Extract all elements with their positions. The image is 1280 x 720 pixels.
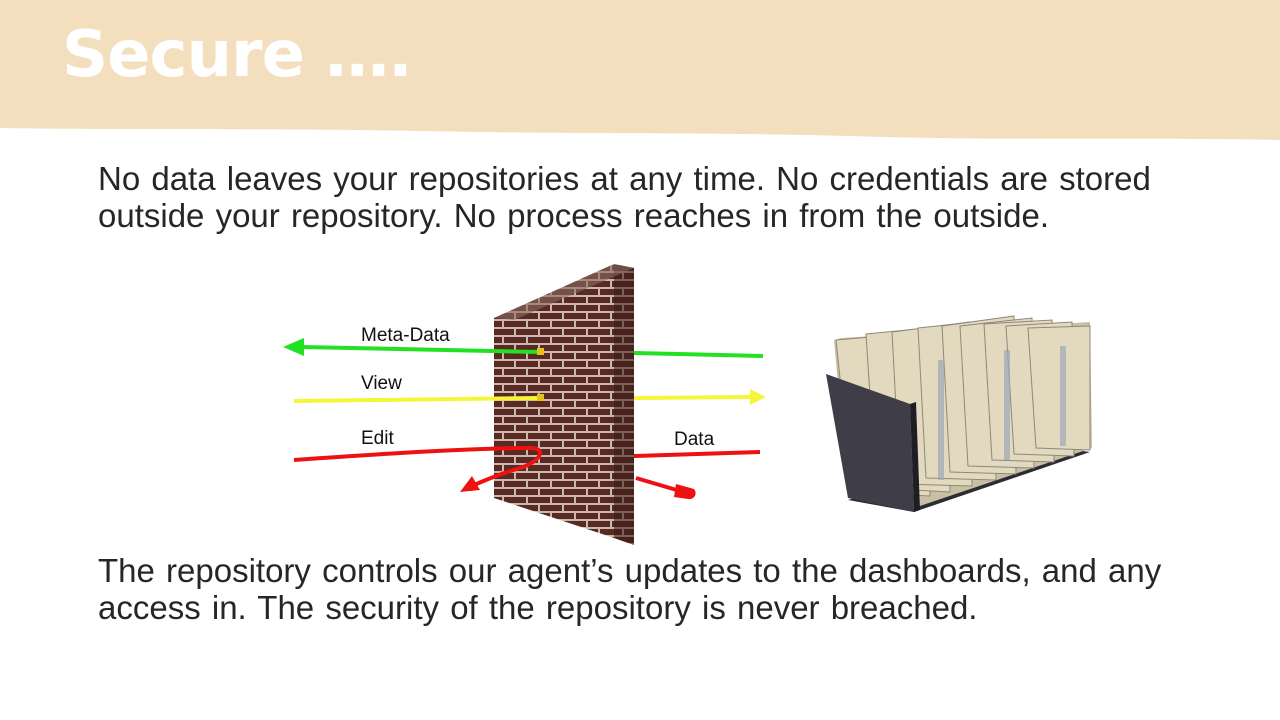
edit-flow [293,445,761,500]
meta-data-flow [283,338,764,358]
edit-label: Edit [361,428,394,449]
repository-image [826,315,1092,512]
firewall-image [494,264,634,545]
meta-data-label: Meta-Data [361,325,450,346]
view-flow [293,389,766,405]
closing-paragraph: The repository controls our agent’s upda… [98,552,1162,626]
intro-paragraph: No data leaves your repositories at any … [98,160,1151,234]
slide-title: Secure …. [62,18,413,92]
header-band [0,0,1280,140]
view-label: View [361,373,402,394]
data-label: Data [674,429,715,450]
